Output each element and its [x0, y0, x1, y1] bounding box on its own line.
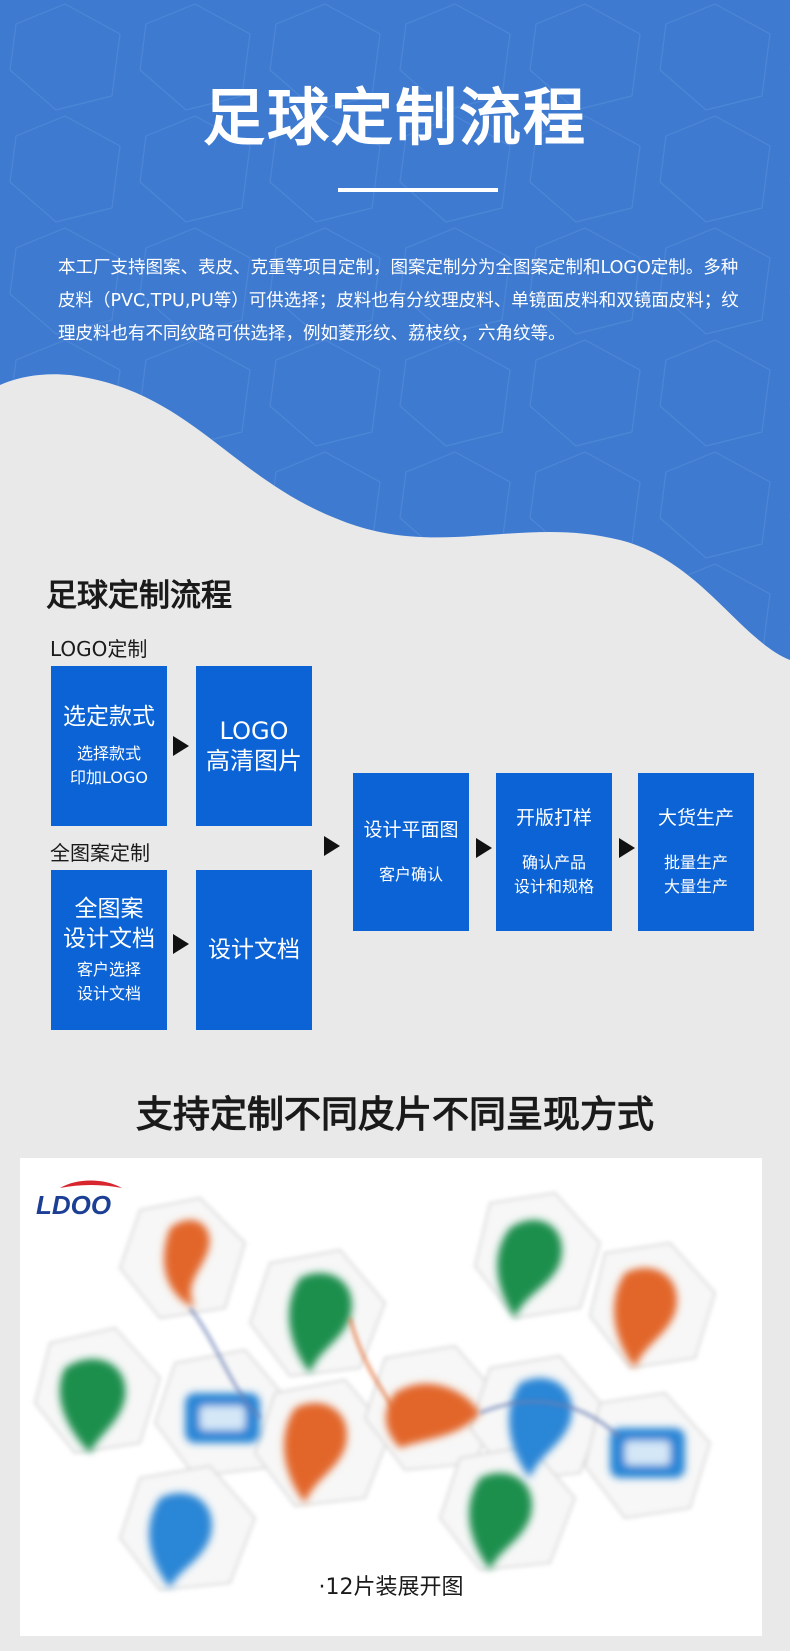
step-subtitle: 确认产品 设计和规格	[513, 853, 594, 896]
full-group-label: 全图案定制	[50, 841, 150, 865]
step-subtitle: 选择款式 印加LOGO	[70, 744, 148, 787]
panels-section-title: 支持定制不同皮片不同呈现方式	[136, 1093, 654, 1136]
flow-section-title: 足球定制流程	[46, 578, 232, 614]
step-title: 全图案 设计文档	[63, 896, 155, 952]
hero-title: 足球定制流程	[202, 81, 587, 154]
step-select-style: 选定款式 选择款式 印加LOGO	[51, 666, 167, 826]
step-title: 设计平面图	[363, 819, 459, 841]
hero-description: 本工厂支持图案、表皮、克重等项目定制，图案定制分为全图案定制和LOGO定制。多种…	[58, 258, 739, 344]
ball-panels-illustration	[33, 1191, 717, 1592]
step-subtitle: 客户确认	[378, 865, 443, 884]
step-logo-image: LOGO 高清图片	[196, 666, 312, 826]
arrow-right-icon	[619, 838, 635, 858]
hero-divider	[338, 188, 498, 192]
step-design-doc: 设计文档	[196, 870, 312, 1030]
logo-group-label: LOGO定制	[50, 637, 148, 661]
step-full-pattern: 全图案 设计文档 客户选择 设计文档	[51, 870, 167, 1030]
step-title: 开版打样	[515, 807, 592, 829]
arrow-right-icon	[324, 836, 340, 856]
panels-card: LDOO ·12片装展开图	[20, 1158, 762, 1636]
step-subtitle: 批量生产 大量生产	[663, 853, 728, 896]
arrow-right-icon	[173, 736, 189, 756]
arrow-right-icon	[173, 934, 189, 954]
step-title: LOGO 高清图片	[206, 717, 302, 775]
step-mass-production: 大货生产 批量生产 大量生产	[638, 773, 754, 931]
step-design-plan: 设计平面图 客户确认	[353, 773, 469, 931]
svg-text:LDOO: LDOO	[36, 1190, 111, 1218]
step-title: 设计文档	[208, 937, 300, 963]
panels-caption: ·12片装展开图	[318, 1575, 464, 1600]
brand-logo: LDOO	[36, 1180, 122, 1218]
step-sampling: 开版打样 确认产品 设计和规格	[496, 773, 612, 931]
hero-background	[0, 0, 790, 660]
arrow-right-icon	[476, 838, 492, 858]
step-subtitle: 客户选择 设计文档	[76, 960, 141, 1003]
step-title: 大货生产	[657, 807, 734, 829]
step-title: 选定款式	[63, 704, 155, 730]
